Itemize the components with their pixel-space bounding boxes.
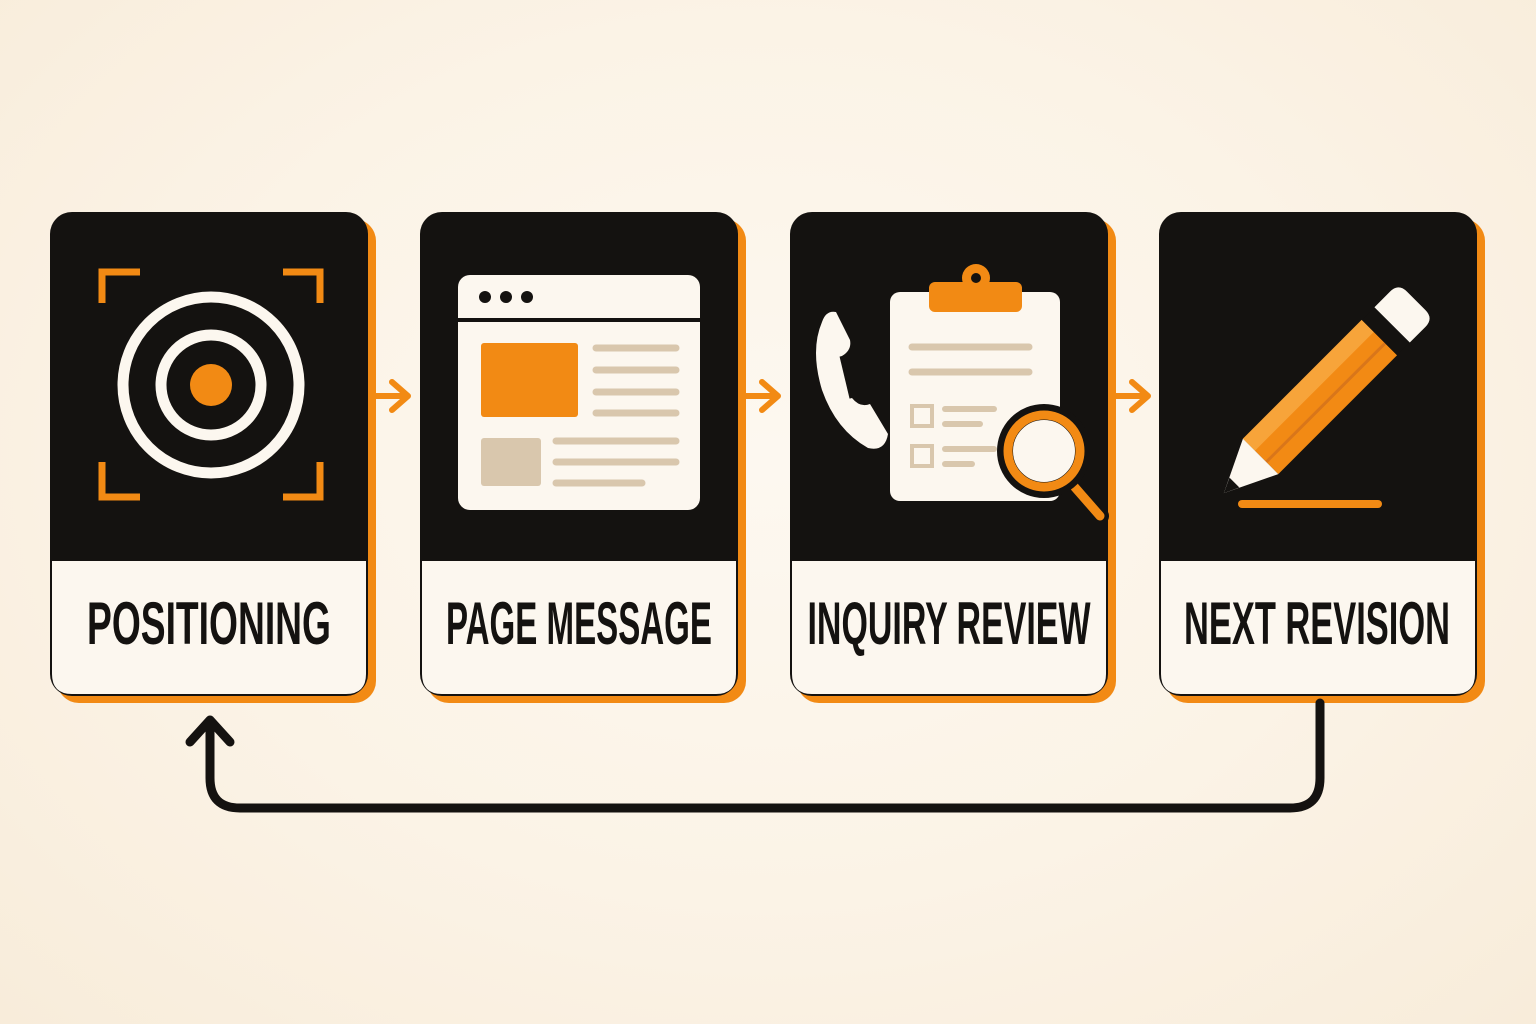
phone-icon	[816, 311, 888, 449]
magnifier-icon	[997, 404, 1109, 525]
webpage-icon	[458, 275, 700, 510]
connector-arrow-1	[371, 379, 411, 413]
step-label-4: NEXT REVISION	[1184, 590, 1450, 657]
step-label-3: INQUIRY REVIEW	[808, 590, 1091, 657]
step-card-2: PAGE MESSAGE	[420, 212, 746, 703]
step-label-2: PAGE MESSAGE	[446, 590, 712, 657]
step-label-1: POSITIONING	[87, 590, 331, 657]
pencil-icon	[1223, 287, 1430, 508]
connector-arrow-3	[1111, 379, 1151, 413]
step-card-4: NEXT REVISION	[1159, 212, 1485, 703]
step-card-1: POSITIONING	[50, 212, 376, 703]
loop-return-arrow	[185, 698, 1325, 813]
step-card-3: INQUIRY REVIEW	[790, 212, 1116, 703]
target-icon	[98, 268, 324, 501]
connector-arrow-2	[741, 379, 781, 413]
